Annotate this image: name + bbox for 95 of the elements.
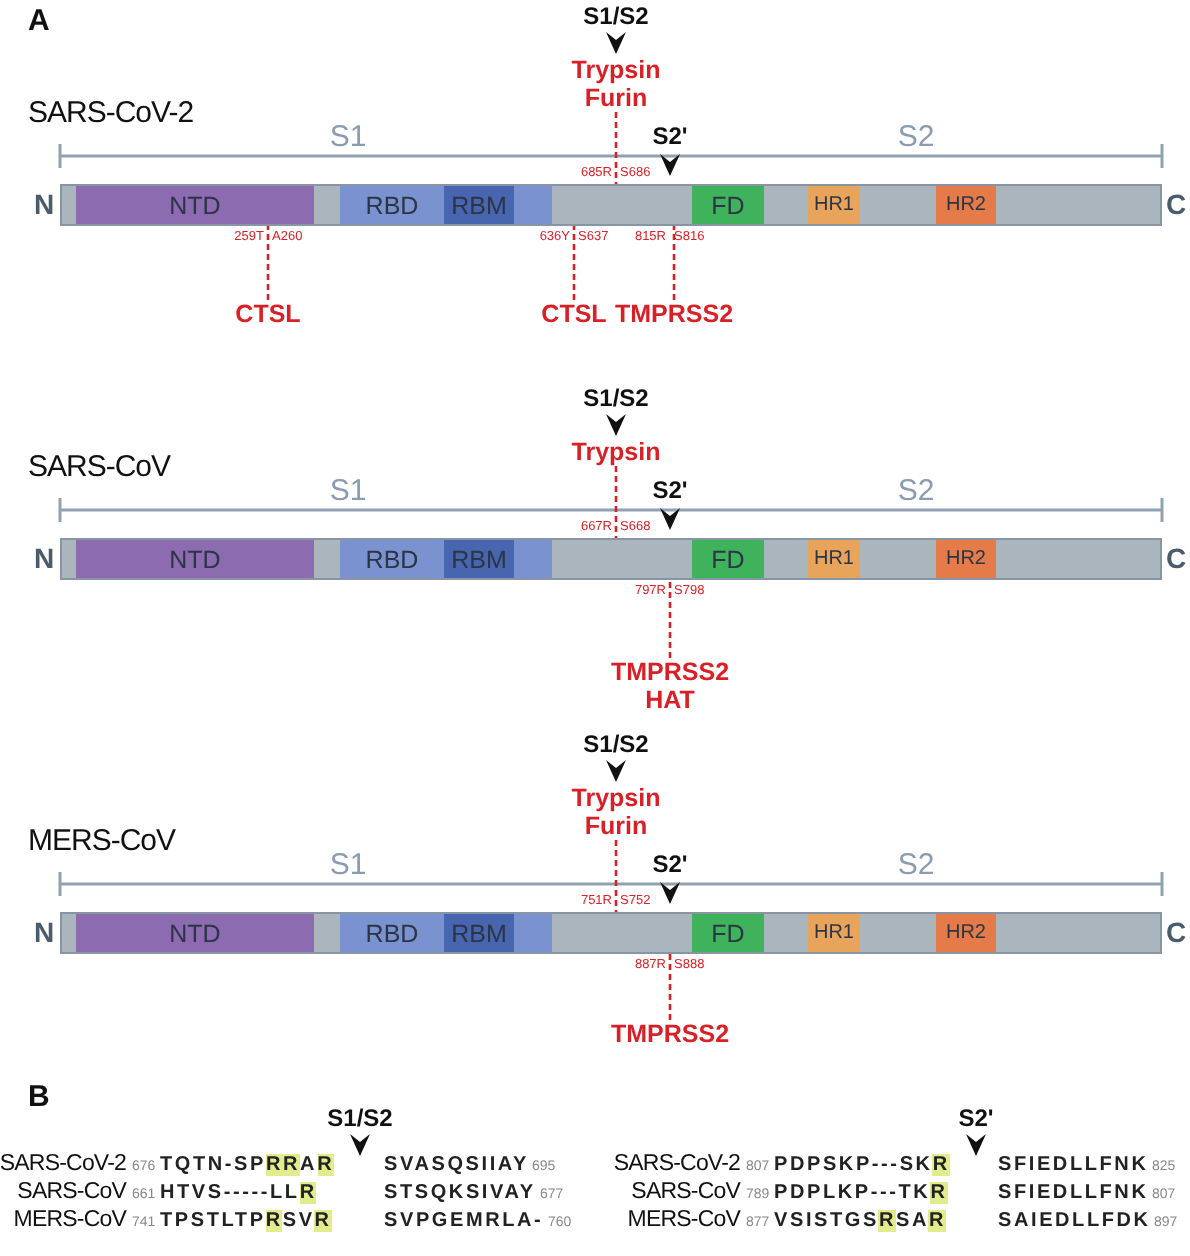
cleavage-site-label: S2': [958, 1106, 994, 1134]
domain-label: RBD: [363, 189, 421, 223]
domain-box: [340, 186, 552, 224]
sequence-text: PDPSKP---SKR: [774, 1154, 950, 1177]
species-name: SARS-CoV: [631, 1180, 740, 1207]
leader-line: [668, 580, 672, 658]
domain-label: RBD: [363, 543, 421, 577]
sequence-text: SFIEDLLFNK: [998, 1154, 1149, 1177]
sequence-text: SVPGEMRLA-: [384, 1210, 544, 1233]
subunit-label: S1: [329, 474, 367, 509]
domain-box: [692, 914, 764, 952]
panel-letter: A: [28, 4, 50, 39]
domain-label: HR2: [943, 920, 988, 948]
leader-line: [668, 954, 672, 1020]
domain-label: HR1: [811, 546, 856, 574]
protein-bar: [60, 912, 1162, 954]
protease-label: CTSL: [235, 300, 301, 328]
species-name: MERS-CoV: [627, 1208, 740, 1235]
subunit-label: S2: [897, 474, 935, 509]
domain-box: [76, 914, 314, 952]
species-name: SARS-CoV-2: [0, 1152, 126, 1179]
domain-label: HR1: [811, 192, 856, 220]
leader-line: [572, 226, 576, 300]
sequence-text: SFIEDLLFNK: [998, 1182, 1149, 1205]
domain-box: [936, 186, 996, 224]
sequence-text: PDPLKP---TKR: [774, 1182, 948, 1205]
terminus-label: N: [33, 188, 55, 221]
protease-label: CTSL: [541, 300, 607, 328]
cleavage-site-label: S1/S2: [583, 386, 649, 414]
domain-label: RBM: [449, 543, 509, 577]
subunit-label: S1: [329, 848, 367, 883]
protease-label: TMPRSS2: [610, 1020, 730, 1048]
sequence-text: SVASQSIIAY: [384, 1154, 529, 1177]
domain-label: HR1: [811, 920, 856, 948]
domain-box: [692, 540, 764, 578]
leader-line: [614, 840, 618, 912]
domain-label: FD: [709, 543, 747, 577]
sequence-text: STSQKSIVAY: [384, 1182, 536, 1205]
protein-name: MERS-CoV: [28, 824, 176, 859]
species-name: SARS-CoV: [17, 1180, 126, 1207]
panel-letter: B: [28, 1080, 50, 1115]
sequence-text: VSISTGSRSAR: [774, 1210, 947, 1233]
domain-label: RBM: [449, 917, 509, 951]
species-name: SARS-CoV-2: [613, 1152, 740, 1179]
domain-label: FD: [709, 189, 747, 223]
sequence-text: HTVS-----LLR: [160, 1182, 317, 1205]
terminus-label: C: [1165, 188, 1187, 221]
domain-box: [936, 914, 996, 952]
terminus-label: C: [1165, 542, 1187, 575]
cleavage-site-label: S2': [652, 852, 688, 880]
protease-label: TMPRSS2: [614, 300, 734, 328]
protease-label: Trypsin Furin: [571, 784, 661, 840]
protease-label: Trypsin Furin: [571, 56, 661, 112]
protein-name: SARS-CoV: [28, 450, 171, 485]
leader-line: [266, 226, 270, 300]
domain-label: NTD: [167, 543, 223, 577]
domain-label: HR2: [943, 546, 988, 574]
terminus-label: N: [33, 916, 55, 949]
domain-box: [692, 186, 764, 224]
cleavage-site-label: S2': [652, 478, 688, 506]
domain-label: RBD: [363, 917, 421, 951]
sequence-text: TPSTLTPRSVR: [160, 1210, 332, 1233]
leader-line: [672, 226, 676, 300]
protease-label: TMPRSS2 HAT: [610, 658, 730, 714]
cleavage-site-label: S1/S2: [583, 4, 649, 32]
subunit-label: S1: [329, 120, 367, 155]
domain-box: [76, 540, 314, 578]
terminus-label: C: [1165, 916, 1187, 949]
protein-name: SARS-CoV-2: [28, 96, 194, 131]
subunit-label: S2: [897, 120, 935, 155]
domain-box: [808, 186, 860, 224]
terminus-label: N: [33, 542, 55, 575]
domain-label: NTD: [167, 917, 223, 951]
leader-line: [614, 466, 618, 538]
domain-box: [808, 914, 860, 952]
domain-box: [936, 540, 996, 578]
domain-box: [808, 540, 860, 578]
cleavage-site-label: S1/S2: [327, 1106, 393, 1134]
domain-box: [340, 540, 552, 578]
cleavage-site-label: S2': [652, 124, 688, 152]
domain-box: [76, 186, 314, 224]
cleavage-site-label: S1/S2: [583, 732, 649, 760]
domain-box: [340, 914, 552, 952]
domain-label: NTD: [167, 189, 223, 223]
domain-label: HR2: [943, 192, 988, 220]
species-name: MERS-CoV: [13, 1208, 126, 1235]
protein-bar: [60, 538, 1162, 580]
leader-line: [614, 112, 618, 184]
protein-bar: [60, 184, 1162, 226]
subunit-label: S2: [897, 848, 935, 883]
sequence-text: TQTN-SPRRAR: [160, 1154, 335, 1177]
domain-label: RBM: [449, 189, 509, 223]
protease-label: Trypsin: [571, 438, 661, 466]
sequence-text: SAIEDLLFDK: [998, 1210, 1151, 1233]
domain-label: FD: [709, 917, 747, 951]
